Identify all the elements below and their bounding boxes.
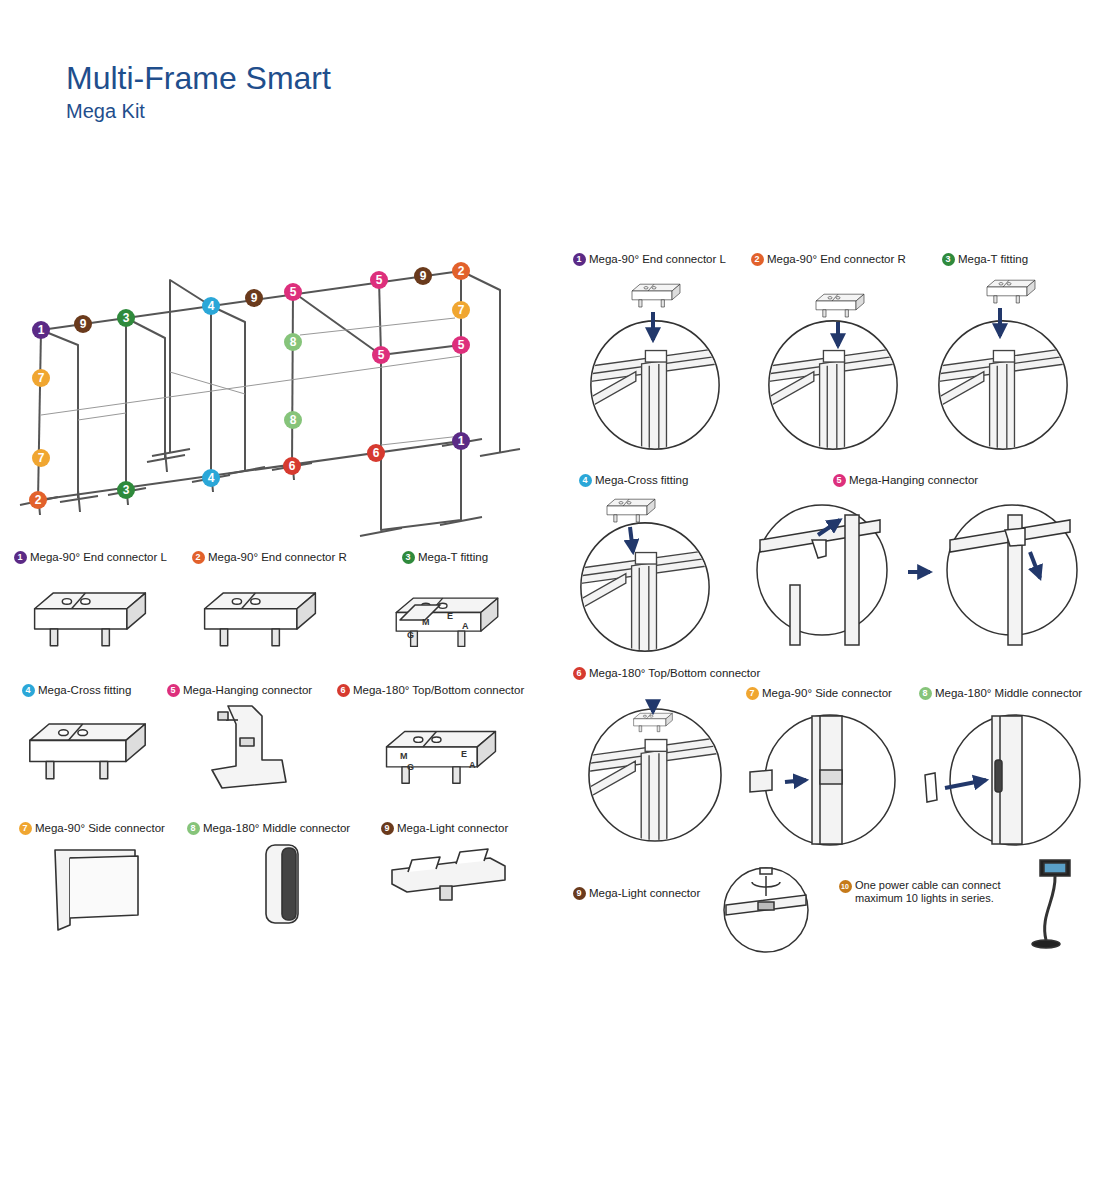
callout-number: 7 — [32, 369, 50, 387]
callout-number: 9 — [573, 887, 586, 900]
part-label: Mega-90° End connector L — [589, 253, 726, 265]
callout-number: 4 — [202, 469, 220, 487]
callout-number: 9 — [414, 267, 432, 285]
callout-number: 7 — [19, 822, 32, 835]
callout-number: 5 — [372, 346, 390, 364]
callout-number: 5 — [833, 474, 846, 487]
callout-number: 2 — [29, 491, 47, 509]
callout-number: 3 — [117, 309, 135, 327]
part-label: Mega-180° Middle connector — [203, 822, 350, 834]
callout-number: 5 — [452, 336, 470, 354]
part-label: Mega-Hanging connector — [849, 474, 978, 486]
callout-number: 8 — [919, 687, 932, 700]
part-label: Mega-Hanging connector — [183, 684, 312, 696]
callout-number: 5 — [370, 271, 388, 289]
subtitle: Mega Kit — [66, 100, 145, 123]
callout-number: 9 — [381, 822, 394, 835]
callout-number: 8 — [284, 333, 302, 351]
callout-number: 3 — [942, 253, 955, 266]
callout-number: 1 — [573, 253, 586, 266]
callout-number: 4 — [202, 297, 220, 315]
part-label: Mega-180° Top/Bottom connector — [589, 667, 760, 679]
callout-number: 10 — [839, 880, 852, 893]
part-label: Mega-Light connector — [397, 822, 508, 834]
note-text: One power cable can connect maximum 10 l… — [855, 879, 1033, 905]
callout-number: 1 — [14, 551, 27, 564]
part-label: Mega-90° End connector L — [30, 551, 167, 563]
part-label: Mega-T fitting — [418, 551, 488, 563]
part-marking: M — [422, 617, 430, 627]
part-marking: E — [447, 611, 453, 621]
callout-number: 2 — [751, 253, 764, 266]
callout-number: 6 — [283, 457, 301, 475]
part-label: Mega-180° Top/Bottom connector — [353, 684, 524, 696]
part-label: Mega-90° End connector R — [208, 551, 347, 563]
callout-number: 5 — [284, 283, 302, 301]
callout-number: 5 — [167, 684, 180, 697]
part-marking: M — [400, 751, 408, 761]
part-label: Mega-Light connector — [589, 887, 700, 899]
part-label: Mega-90° End connector R — [767, 253, 906, 265]
callout-number: 3 — [402, 551, 415, 564]
part-label: Mega-Cross fitting — [595, 474, 688, 486]
callout-number: 8 — [187, 822, 200, 835]
part-label: Mega-T fitting — [958, 253, 1028, 265]
callout-number: 6 — [367, 444, 385, 462]
callout-number: 7 — [452, 301, 470, 319]
part-marking: E — [461, 749, 467, 759]
callout-number: 1 — [452, 432, 470, 450]
callout-number: 2 — [452, 262, 470, 280]
callout-number: 6 — [337, 684, 350, 697]
part-marking: A — [469, 760, 476, 770]
callout-number: 2 — [192, 551, 205, 564]
callout-number: 9 — [245, 289, 263, 307]
part-label: Mega-180° Middle connector — [935, 687, 1082, 699]
callout-number: 4 — [22, 684, 35, 697]
callout-number: 6 — [573, 667, 586, 680]
callout-number: 7 — [32, 449, 50, 467]
part-label: Mega-90° Side connector — [35, 822, 165, 834]
part-label: Mega-90° Side connector — [762, 687, 892, 699]
part-marking: G — [407, 762, 414, 772]
callout-number: 9 — [74, 315, 92, 333]
callout-number: 4 — [579, 474, 592, 487]
callout-number: 7 — [746, 687, 759, 700]
part-marking: G — [407, 630, 414, 640]
callout-number: 3 — [117, 481, 135, 499]
callout-number: 1 — [32, 321, 50, 339]
part-label: Mega-Cross fitting — [38, 684, 131, 696]
page-title: Multi-Frame Smart — [66, 60, 331, 97]
part-marking: A — [462, 621, 469, 631]
callout-number: 8 — [284, 411, 302, 429]
